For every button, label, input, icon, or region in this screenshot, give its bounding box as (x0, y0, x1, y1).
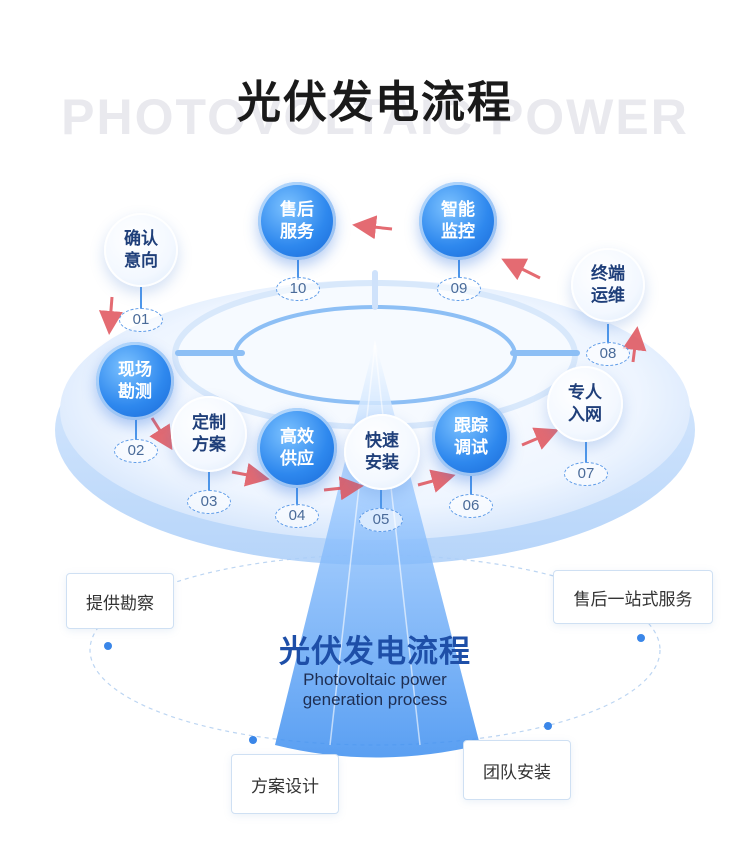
flow-arrow (149, 417, 173, 451)
step-node-04: 高效 供应 (257, 408, 337, 488)
step-node-10: 售后 服务 (258, 182, 336, 260)
service-box-aftersale: 售后一站式服务 (553, 570, 713, 624)
platform-bar-left (175, 350, 245, 356)
step-node-02: 现场 勘测 (96, 342, 174, 420)
step-number: 10 (276, 277, 320, 301)
node-stem (380, 488, 382, 508)
step-number: 08 (586, 342, 630, 366)
flow-arrow (323, 476, 364, 501)
step-number: 02 (114, 439, 158, 463)
step-node-09: 智能 监控 (419, 182, 497, 260)
node-stem (585, 436, 587, 462)
step-node-05: 快速 安装 (344, 414, 420, 490)
step-number: 07 (564, 462, 608, 486)
step-node-03: 定制 方案 (171, 396, 247, 472)
node-stem (296, 488, 298, 506)
step-node-08: 终端 运维 (571, 248, 645, 322)
step-number: 09 (437, 277, 481, 301)
flow-arrow (622, 326, 647, 363)
orbit-dot (249, 736, 257, 744)
background-watermark: PHOTOVOLTAIC POWER (61, 89, 689, 145)
page-title: 光伏发电流程 (237, 77, 513, 128)
step-number: 06 (449, 494, 493, 518)
flow-arrow (521, 427, 560, 450)
node-stem (208, 468, 210, 490)
flow-arrow (352, 215, 393, 240)
step-number: 04 (275, 504, 319, 528)
node-stem (297, 258, 299, 280)
step-node-01: 确认 意向 (104, 213, 178, 287)
node-stem (458, 256, 460, 278)
center-subtitle-line1: Photovoltaic power (303, 670, 447, 689)
orbit-dot (637, 634, 645, 642)
service-orbit (89, 554, 661, 746)
orbit-dot (544, 722, 552, 730)
node-stem (135, 412, 137, 440)
flow-arrow (501, 258, 541, 281)
node-stem (470, 474, 472, 494)
orbit-dot (104, 642, 112, 650)
flow-arrow (98, 296, 123, 335)
platform-bar-top (372, 270, 378, 310)
service-box-install: 团队安装 (463, 740, 571, 800)
step-node-06: 跟踪 调试 (432, 398, 510, 476)
center-subtitle-line2: generation process (302, 690, 448, 709)
step-number: 03 (187, 490, 231, 514)
center-title: 光伏发电流程 (279, 634, 471, 670)
node-stem (607, 324, 609, 344)
service-box-design: 方案设计 (231, 754, 339, 814)
service-box-survey: 提供勘察 (66, 573, 174, 629)
flow-arrow (231, 462, 270, 487)
flow-arrow (417, 469, 456, 493)
platform-bar-right (510, 350, 580, 356)
step-number: 01 (119, 308, 163, 332)
center-subtitle: Photovoltaic power generation process (0, 670, 750, 710)
step-number: 05 (359, 508, 403, 532)
step-node-07: 专人 入网 (547, 366, 623, 442)
light-beam (275, 340, 480, 758)
node-stem (140, 286, 142, 308)
